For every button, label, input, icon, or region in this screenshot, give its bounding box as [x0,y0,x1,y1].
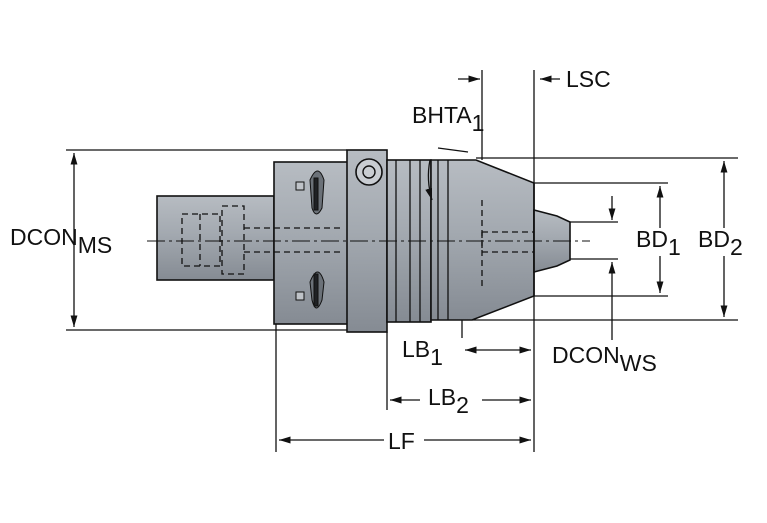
shank-taper [156,195,275,281]
dimension-lines [66,70,738,452]
label-lb2: LB2 [428,384,469,418]
flange-ring [355,158,383,186]
label-bd1: BD1 [636,226,681,260]
label-dcon-ms: DCONMS [10,224,113,258]
label-bd2: BD2 [698,226,743,260]
drive-slots [295,170,325,309]
label-lsc: LSC [566,66,611,92]
label-lf: LF [388,428,415,454]
label-lb1: LB1 [402,336,443,370]
label-bhta: BHTA1 [412,102,485,136]
label-dcon-ws: DCONWS [552,342,657,376]
hidden-lines [181,200,534,290]
